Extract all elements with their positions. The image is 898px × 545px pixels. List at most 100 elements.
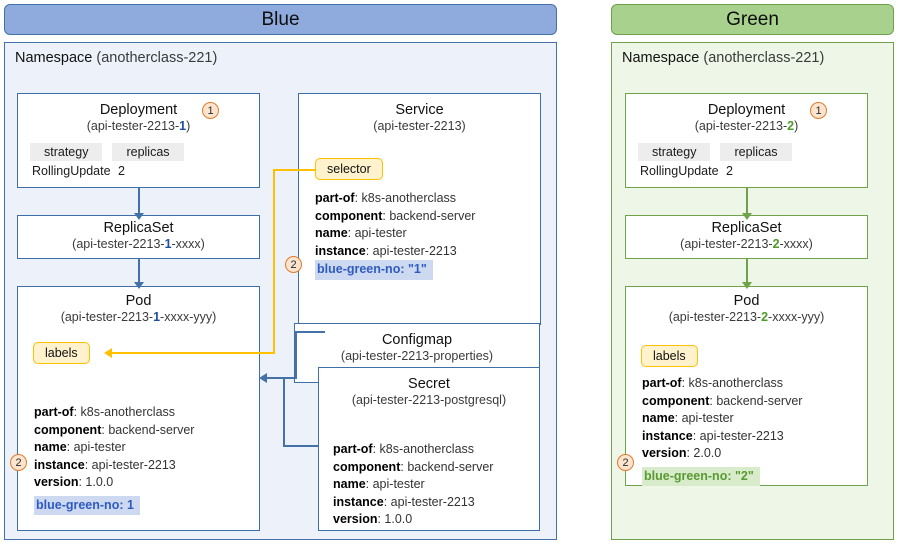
green-pod-label-value: api-tester-2213 [699,428,784,443]
blue-secret-line-h [283,445,319,447]
blue-pod-label-row: version: 1.0.0 [34,475,114,489]
blue-pod-name-post: -xxxx-yyy) [160,310,217,325]
blue-service-label-value: k8s-anotherclass [361,191,457,205]
green-namespace-label: Namespace [622,50,700,66]
green-deployment-name-num: 2 [787,119,795,134]
blue-deployment-box[interactable]: Deployment (api-tester-2213-1) strategy … [17,93,260,188]
blue-deployment-replicas-value: 2 [118,163,125,178]
blue-secret-label-key: name [333,477,366,491]
blue-pod-bluegreen-no: blue-green-no: 1 [34,495,140,515]
blue-secret-label-value: api-tester [372,477,425,491]
green-deployment-badge: 1 [810,102,827,119]
blue-configmap-name: (api-tester-2213-properties) [340,349,494,364]
blue-secret-label-value: k8s-anotherclass [379,442,475,456]
green-replicaset-name-pre: (api-tester-2213- [680,237,773,252]
blue-service-label-key: component [315,208,383,223]
blue-secret-title: Secret [408,376,450,392]
blue-secret-label-value: api-tester-2213 [390,494,475,509]
blue-secret-label-row: version: 1.0.0 [333,512,413,526]
blue-namespace-label: Namespace [15,50,93,66]
blue-deployment-name-pre: (api-tester-2213- [86,119,180,134]
blue-pod-label-row: name: api-tester [34,440,126,454]
blue-service-label-row: name: api-tester [315,226,407,240]
blue-pod-label-key: version [34,475,79,489]
blue-pod-label-value: api-tester [73,440,126,454]
green-pod-label-row: name: api-tester [642,411,734,425]
blue-selector-line-v [273,169,275,354]
blue-secret-label-value: 1.0.0 [384,512,413,526]
green-pod-label-key: part-of [642,376,682,390]
green-pod-label-key: instance [642,428,693,443]
green-deployment-title: Deployment [707,102,786,118]
blue-secret-label-key: instance [333,494,384,509]
blue-secret-labels-list: part-of: k8s-anotherclass component: bac… [333,441,493,529]
blue-deployment-badge: 1 [202,102,219,119]
green-deployment-values: RollingUpdate 2 [640,164,867,178]
green-arrow-rs-pod [742,282,752,289]
green-pod-label-value: backend-server [716,393,803,408]
green-replicaset-title: ReplicaSet [711,220,782,236]
green-replicaset-box[interactable]: ReplicaSet (api-tester-2213-2-xxxx) [625,215,868,259]
blue-configmap-arrow [259,373,267,383]
blue-service-box[interactable]: Service (api-tester-2213) part-of: k8s-a… [298,93,541,325]
green-pod-labels-list: part-of: k8s-anotherclass component: bac… [642,375,802,486]
blue-service-bluegreen-no: blue-green-no: "1" [315,260,433,280]
green-pod-title: Pod [733,293,760,309]
blue-namespace-container: Namespace (anotherclass-221) Deployment … [4,42,557,540]
blue-pod-title: Pod [125,293,152,309]
green-pod-labels-tag[interactable]: labels [641,345,698,367]
blue-secret-label-key: version [333,512,378,526]
green-deployment-chip-replicas: replicas [720,142,792,161]
blue-secret-label-row: instance: api-tester-2213 [333,494,475,509]
blue-service-selector-list: part-of: k8s-anotherclass component: bac… [315,190,475,280]
blue-replicaset-name-num: 1 [164,237,172,252]
blue-service-label-key: instance [315,243,366,258]
blue-service-selector-tag[interactable]: selector [315,158,383,180]
green-arrow-deploy-rs [742,213,752,220]
blue-arrow-deploy-rs [134,213,144,220]
blue-pod-label-key: instance [34,457,85,472]
green-connector-deploy-rs [746,187,748,216]
blue-secret-label-row: part-of: k8s-anotherclass [333,442,475,456]
green-deployment-chips: strategy replicas [638,142,867,161]
green-pod-label-row: instance: api-tester-2213 [642,428,784,443]
blue-pod-label-value: api-tester-2213 [91,457,176,472]
blue-pod-box[interactable]: Pod (api-tester-2213-1-xxxx-yyy) part-of… [17,286,260,531]
green-panel-header: Green [611,4,894,35]
blue-pod-label-row: component: backend-server [34,422,195,437]
green-pod-box[interactable]: Pod (api-tester-2213-2-xxxx-yyy) part-of… [625,286,868,486]
blue-pod-label-key: name [34,440,67,454]
green-pod-label-row: part-of: k8s-anotherclass [642,376,784,390]
blue-configmap-line-to-pod [267,377,297,379]
blue-secret-name: (api-tester-2213-postgresql) [351,393,507,408]
blue-pod-label-value: k8s-anotherclass [80,405,176,419]
green-pod-name-num: 2 [761,310,769,325]
blue-pod-name: (api-tester-2213-1-xxxx-yyy) [18,310,259,326]
blue-selector-line-h-bottom [110,352,275,354]
blue-service-label-row: component: backend-server [315,208,476,223]
blue-replicaset-box[interactable]: ReplicaSet (api-tester-2213-1-xxxx) [17,215,260,259]
green-pod-name-pre: (api-tester-2213- [668,310,762,325]
green-header-label: Green [726,8,779,30]
blue-service-label-key: part-of [315,191,355,205]
green-deployment-box[interactable]: Deployment (api-tester-2213-2) strategy … [625,93,868,188]
blue-panel-header: Blue [4,4,557,35]
blue-deployment-strategy-value: RollingUpdate [32,163,111,178]
blue-service-label-key: name [315,226,348,240]
green-namespace-title: Namespace (anotherclass-221) [622,50,824,66]
blue-service-label-row: part-of: k8s-anotherclass [315,191,457,205]
blue-deployment-title: Deployment [99,102,178,118]
blue-secret-box[interactable]: Secret (api-tester-2213-postgresql) part… [318,367,540,531]
blue-selector-line-h-top [273,169,318,171]
green-pod-label-key: name [642,411,675,425]
blue-replicaset-name-post: -xxxx) [171,237,205,252]
blue-service-badge: 2 [285,256,302,273]
blue-selector-arrow [104,348,112,358]
green-deployment-replicas-value: 2 [726,163,733,178]
blue-configmap-title: Configmap [381,332,453,348]
green-deployment-name-post: ) [794,119,799,134]
blue-replicaset-name: (api-tester-2213-1-xxxx) [18,237,259,253]
blue-connector-deploy-rs [138,187,140,216]
blue-pod-labels-tag[interactable]: labels [33,342,90,364]
blue-replicaset-title: ReplicaSet [103,220,174,236]
